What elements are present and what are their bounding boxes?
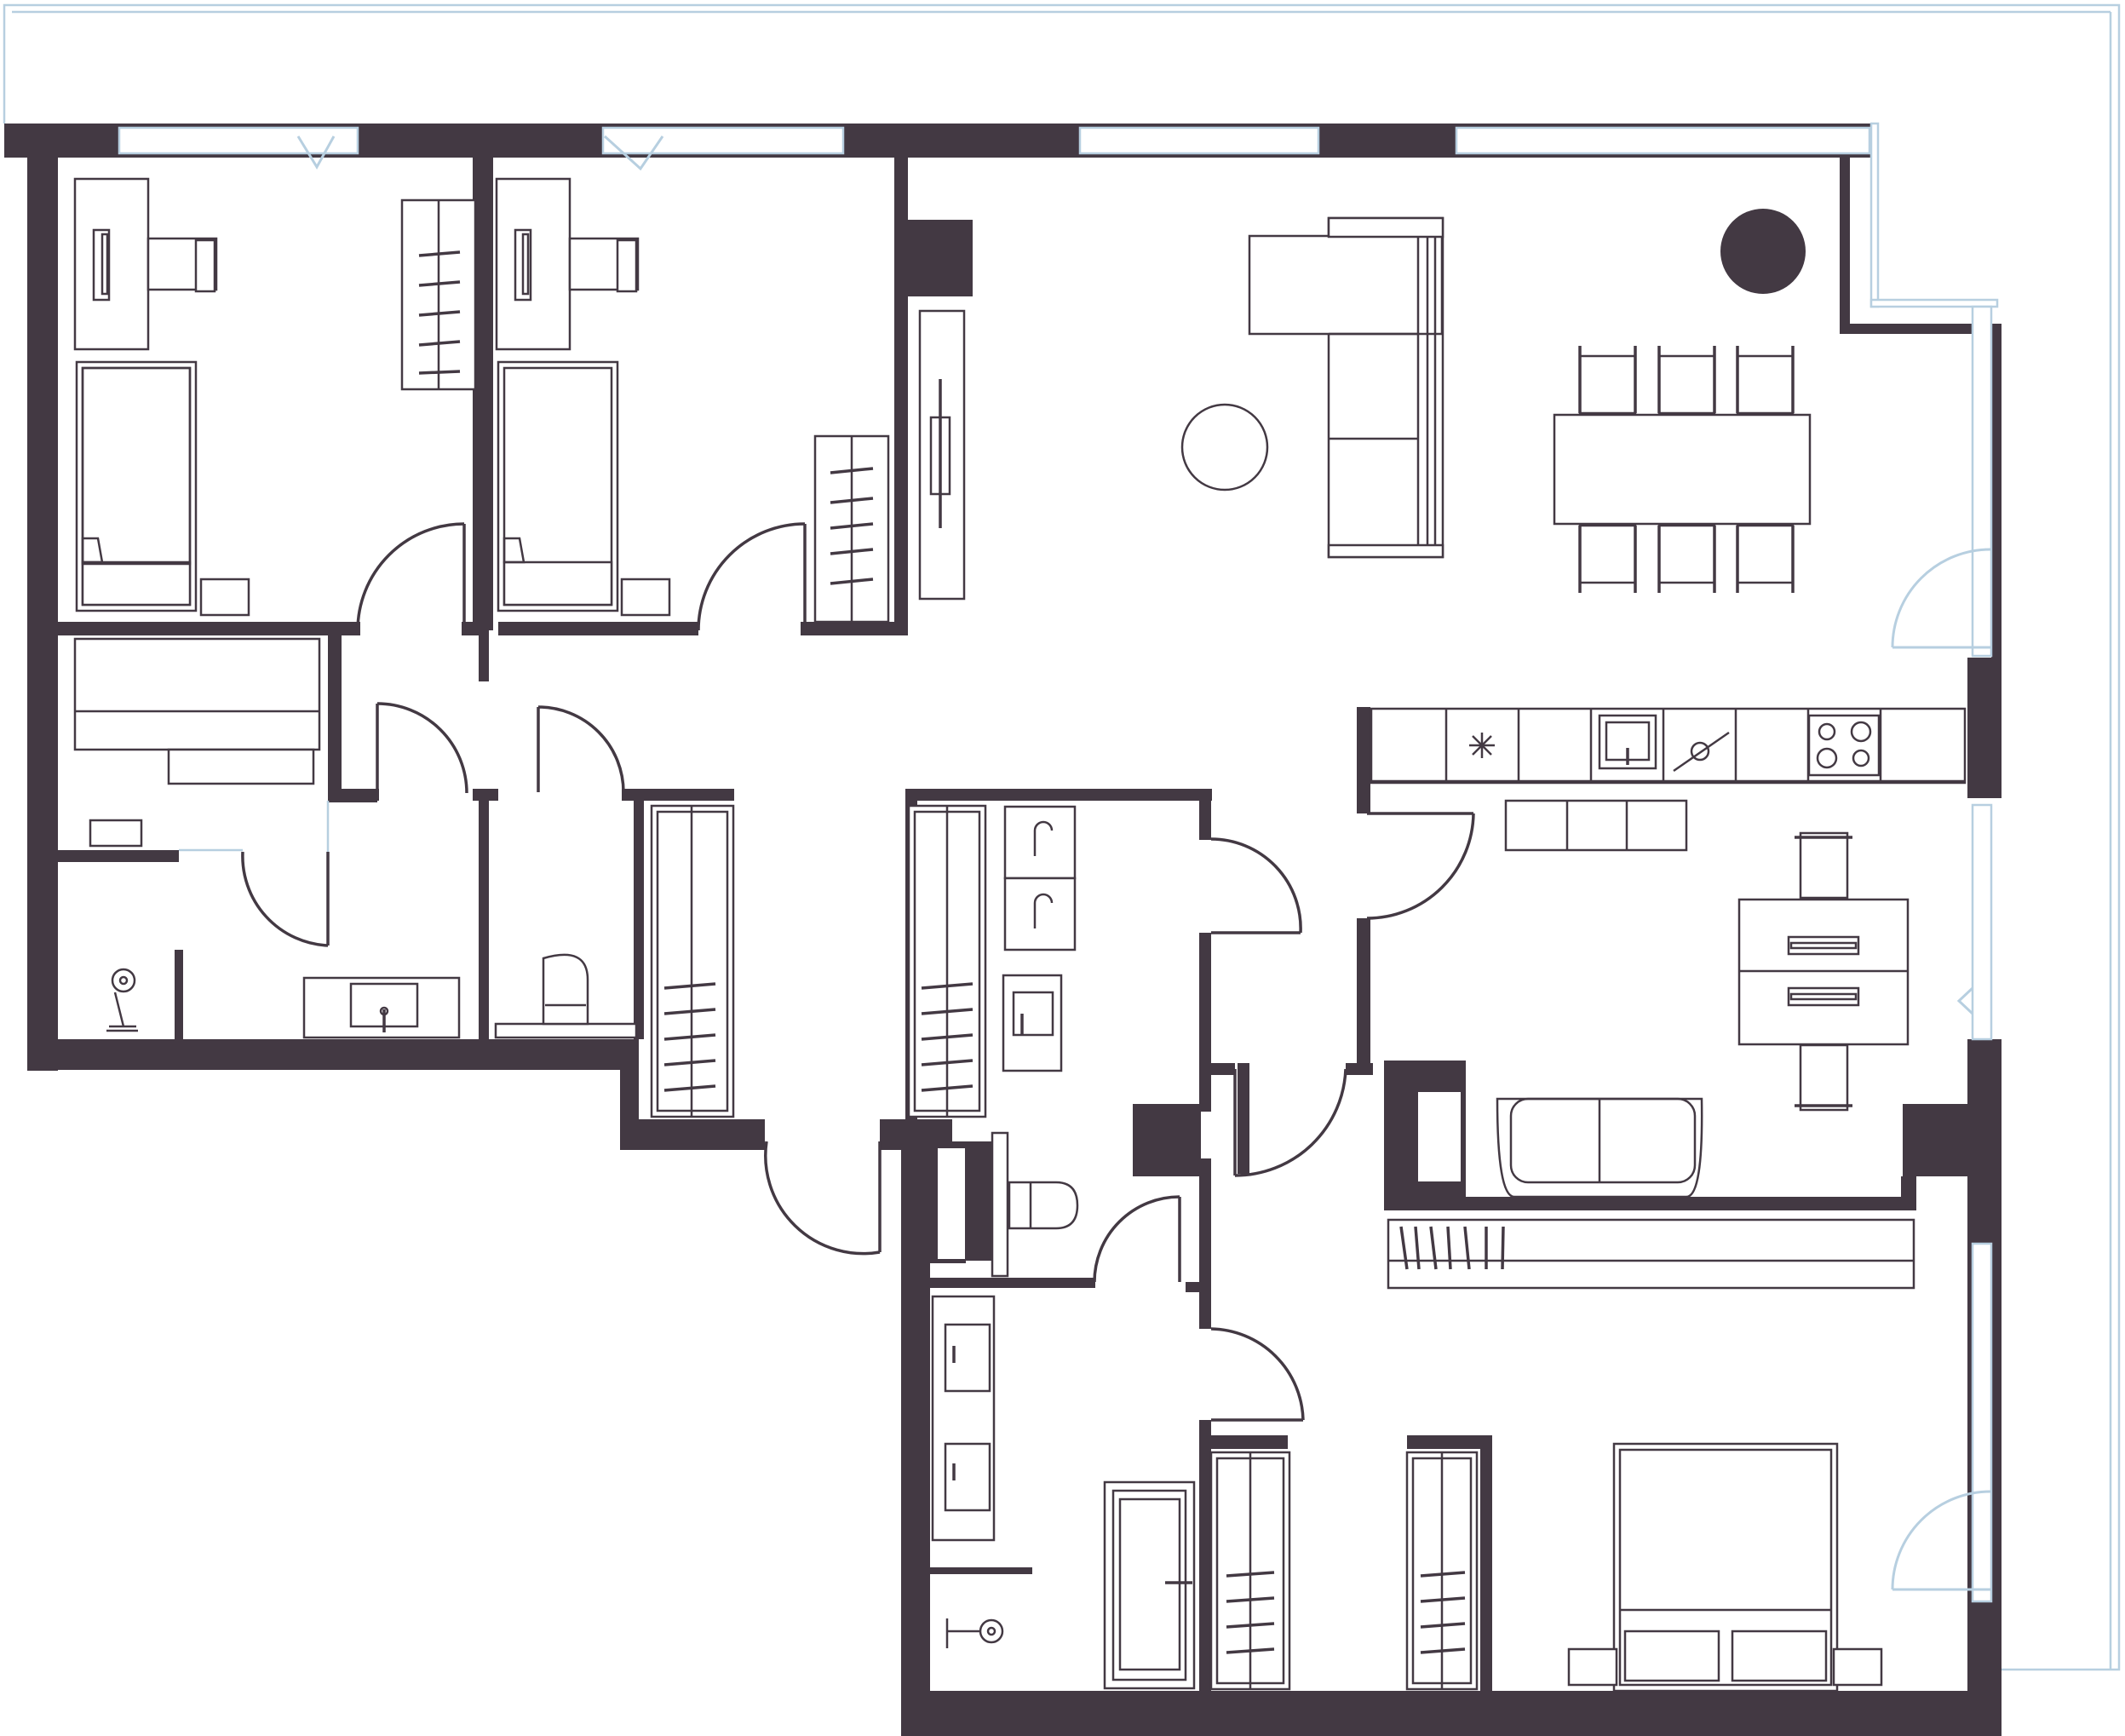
fan-icon [1469,733,1495,758]
laundry [73,637,321,848]
sink-icon [944,1442,991,1512]
wc [494,953,638,1039]
dishwasher-icon [1673,731,1730,773]
living-dining [918,209,1812,601]
toilet-icon [1008,1181,1079,1230]
wardrobe [73,637,321,751]
dining-chairs [1578,346,1795,593]
shower-icon [111,968,136,993]
kitchen-island [1504,799,1688,852]
desk [73,177,150,351]
bedroom-1 [73,177,477,617]
coffee-table [1180,403,1269,491]
openings [938,1092,1461,1259]
nightstand [1567,1647,1618,1687]
hall [650,804,987,1118]
chair-icon [1799,831,1849,900]
bedroom-2 [495,177,890,624]
iron-board [89,819,143,848]
cistern [991,1131,1009,1278]
utility [1002,805,1077,1072]
desk [495,177,571,351]
shower-icon [979,1618,1004,1644]
master-bedroom [1209,1442,1883,1693]
chair-icon [1799,1043,1849,1112]
toilet-icon [542,953,589,1026]
sink-icon [944,1323,991,1393]
wc-2 [991,1131,1079,1278]
windows [118,122,1999,1603]
wardrobe [1387,1218,1915,1290]
nightstand [1832,1647,1883,1687]
washer-icon [1003,805,1077,880]
bathroom [931,1295,1196,1690]
plant-icon [1720,209,1806,294]
laptop-icon [1787,986,1860,1007]
shower-room [106,968,461,1039]
sink-icon [1012,991,1054,1037]
kitchen-study [1370,707,1967,1290]
dining-table [1553,413,1812,526]
nightstand [199,578,250,617]
nightstand [620,578,671,617]
dryer-icon [1003,877,1077,951]
doors [241,135,1991,1591]
laptop-icon [1787,935,1860,956]
